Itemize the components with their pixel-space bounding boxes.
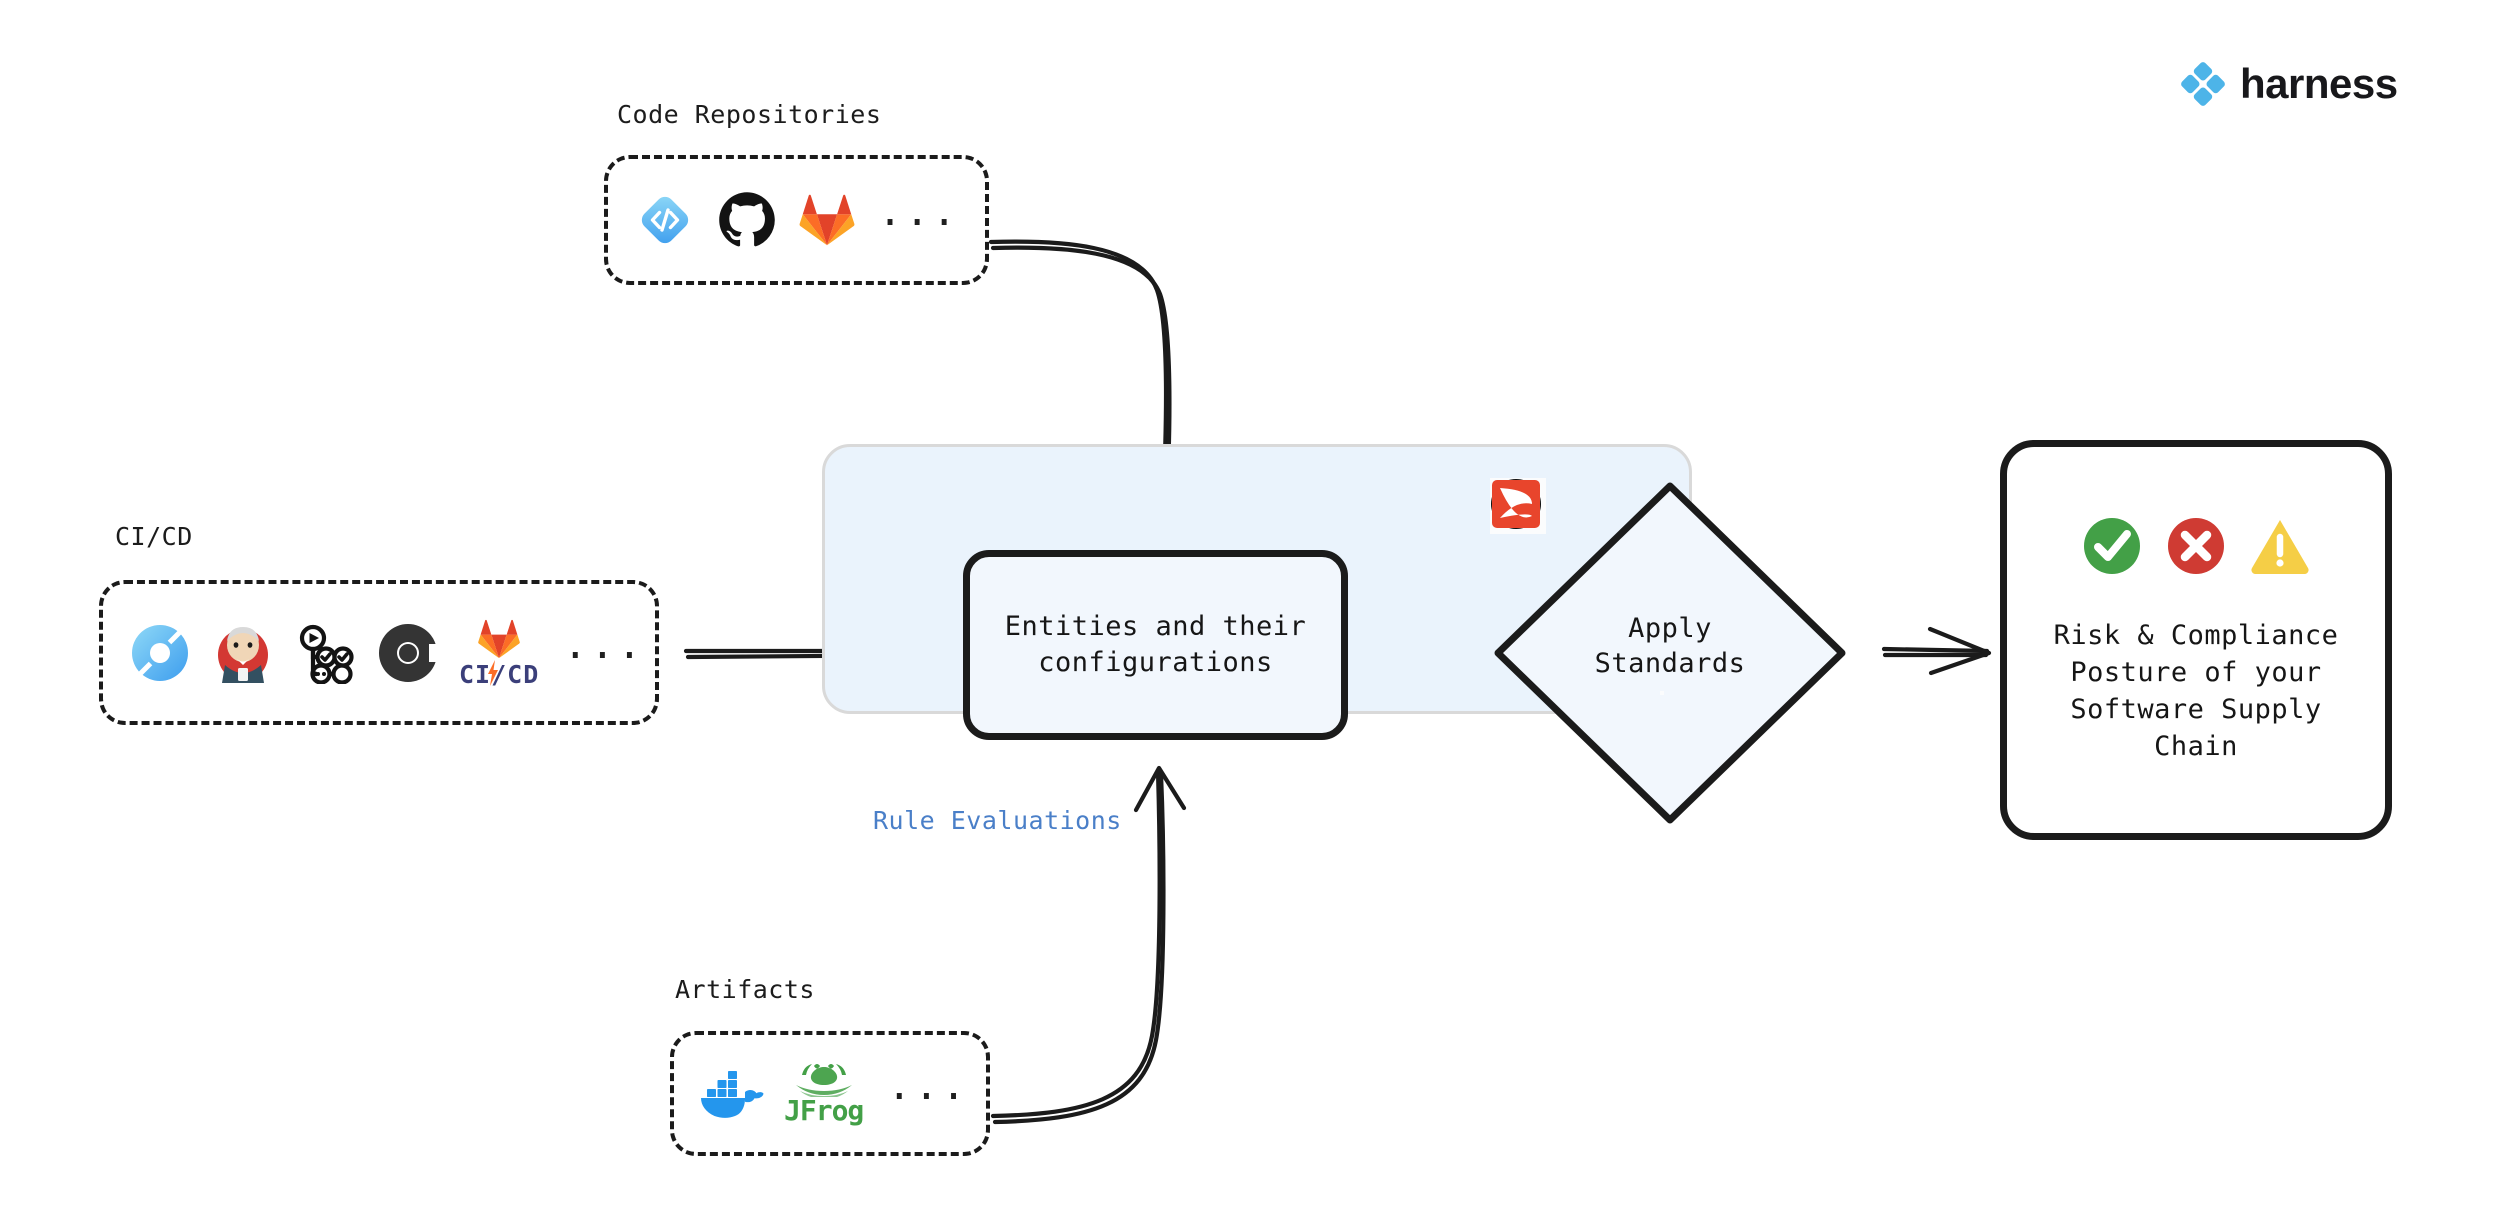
github-icon (718, 191, 776, 249)
diamond-shape (1494, 482, 1846, 824)
code-repositories-label: Code Repositories (617, 100, 882, 129)
gitlab-cicd-icon: CI/CD (459, 618, 539, 687)
cicd-more-indicator: ... (563, 621, 645, 668)
docker-icon (698, 1065, 766, 1123)
cicd-icons: CI/CD ... (129, 618, 645, 687)
arrow-apply-standards-to-outcome (1881, 626, 1992, 676)
code-repositories-icons: ... (634, 189, 959, 251)
artifacts-group: JFrog ... (670, 1031, 990, 1156)
entities-and-configurations-node[interactable]: Entities and their configurations (963, 550, 1348, 740)
code-repositories-more-indicator: ... (878, 189, 960, 235)
jenkins-icon (211, 621, 275, 685)
circleci-icon (377, 622, 439, 684)
cicd-group: CI/CD ... (99, 580, 659, 725)
code-repositories-group: ... (604, 155, 989, 285)
artifacts-label: Artifacts (675, 975, 815, 1004)
harness-brand-logo: harness (2180, 60, 2398, 108)
harness-diamond-logo-icon (2180, 61, 2226, 107)
cis-benchmark-icon: CIS. (1490, 478, 1664, 696)
apply-standards-node[interactable]: Apply Standards CIS. (1490, 478, 1850, 828)
check-circle-icon (2081, 515, 2143, 577)
jfrog-caption: JFrog (784, 1093, 864, 1127)
entities-node-label: Entities and their configurations (1004, 610, 1307, 678)
gitlab-icon (798, 191, 856, 249)
outcome-status-icons (2081, 515, 2311, 577)
harness-wordmark: harness (2240, 60, 2398, 107)
standards-icons: CIS. (1490, 478, 1680, 696)
jfrog-icon: JFrog (784, 1063, 864, 1127)
gitlab-cicd-caption: CI/CD (459, 660, 540, 689)
x-circle-icon (2165, 515, 2227, 577)
github-actions-icon (295, 622, 357, 684)
risk-compliance-outcome-node[interactable]: Risk & Compliance Posture of your Softwa… (2000, 440, 2392, 840)
harness-cicd-icon (129, 622, 191, 684)
cicd-label: CI/CD (115, 522, 193, 551)
lightning-bolt-icon (488, 660, 498, 686)
warning-triangle-icon (2249, 515, 2311, 577)
outcome-label: Risk & Compliance Posture of your Softwa… (2053, 619, 2339, 763)
harness-code-icon (634, 189, 696, 251)
rule-evaluations-label: Rule Evaluations (873, 806, 1122, 835)
apply-standards-label: Apply Standards (1594, 612, 1746, 679)
artifacts-more-indicator: ... (887, 1062, 969, 1109)
artifacts-icons: JFrog ... (698, 1063, 969, 1125)
